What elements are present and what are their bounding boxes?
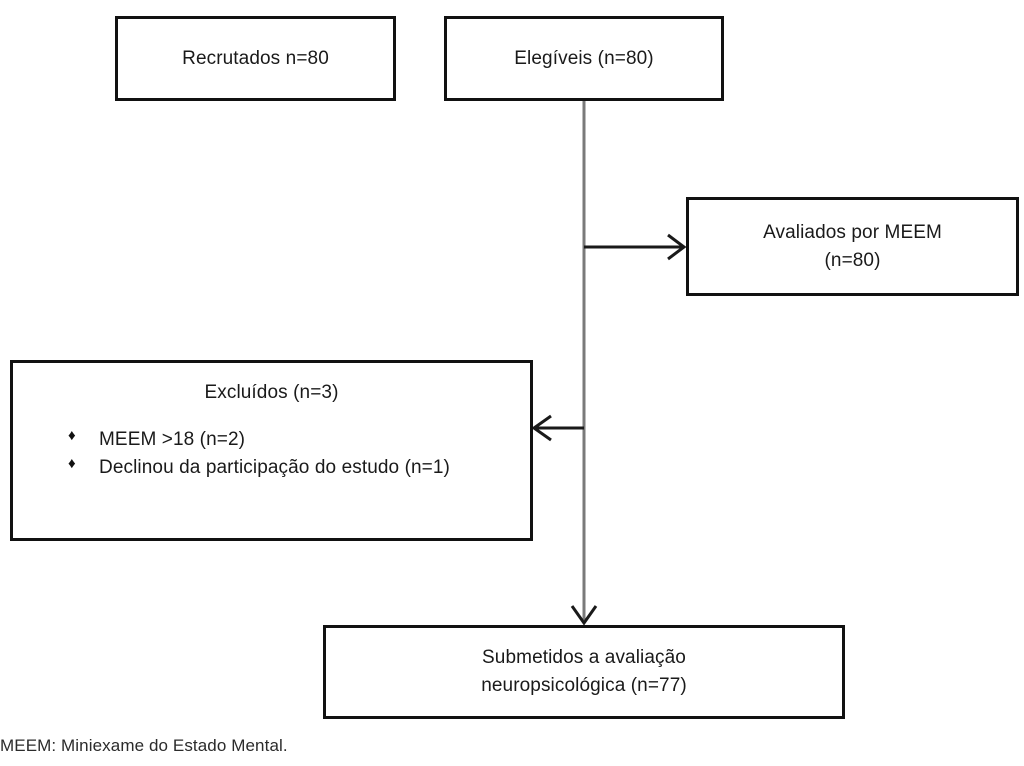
node-elegiveis-line-1: Elegíveis (n=80) — [514, 47, 654, 69]
arrowhead-down-icon — [570, 605, 598, 626]
diamond-bullet-icon: ♦ — [68, 455, 76, 472]
node-excluidos-list: ♦ MEEM >18 (n=2) ♦ Declinou da participa… — [13, 427, 530, 484]
node-avaliados-por-meem: Avaliados por MEEM (n=80) — [686, 197, 1019, 296]
arrowhead-left-icon — [531, 414, 552, 442]
list-item: ♦ Declinou da participação do estudo (n=… — [68, 455, 516, 480]
node-avaliados-line-1: Avaliados por MEEM — [763, 221, 942, 243]
node-submetidos: Submetidos a avaliação neuropsicológica … — [323, 625, 845, 719]
node-submetidos-line-2: neuropsicológica (n=77) — [481, 675, 687, 696]
figure-caption: MEEM: Miniexame do Estado Mental. — [0, 736, 288, 755]
node-elegiveis: Elegíveis (n=80) — [444, 16, 724, 101]
list-item: ♦ MEEM >18 (n=2) — [68, 427, 516, 452]
list-item-label: Declinou da participação do estudo (n=1) — [99, 457, 450, 478]
node-excluidos-title: Excluídos (n=3) — [204, 382, 339, 403]
diamond-bullet-icon: ♦ — [68, 426, 76, 444]
arrowhead-right-icon — [667, 233, 687, 261]
node-recrutados-line-1: Recrutados n=80 — [182, 47, 329, 69]
node-recrutados: Recrutados n=80 — [115, 16, 396, 101]
list-item-label: MEEM >18 (n=2) — [99, 428, 246, 450]
node-excluidos: Excluídos (n=3) ♦ MEEM >18 (n=2) ♦ Decli… — [10, 360, 533, 541]
node-avaliados-line-2: (n=80) — [824, 249, 881, 271]
node-submetidos-line-1: Submetidos a avaliação — [482, 647, 686, 669]
